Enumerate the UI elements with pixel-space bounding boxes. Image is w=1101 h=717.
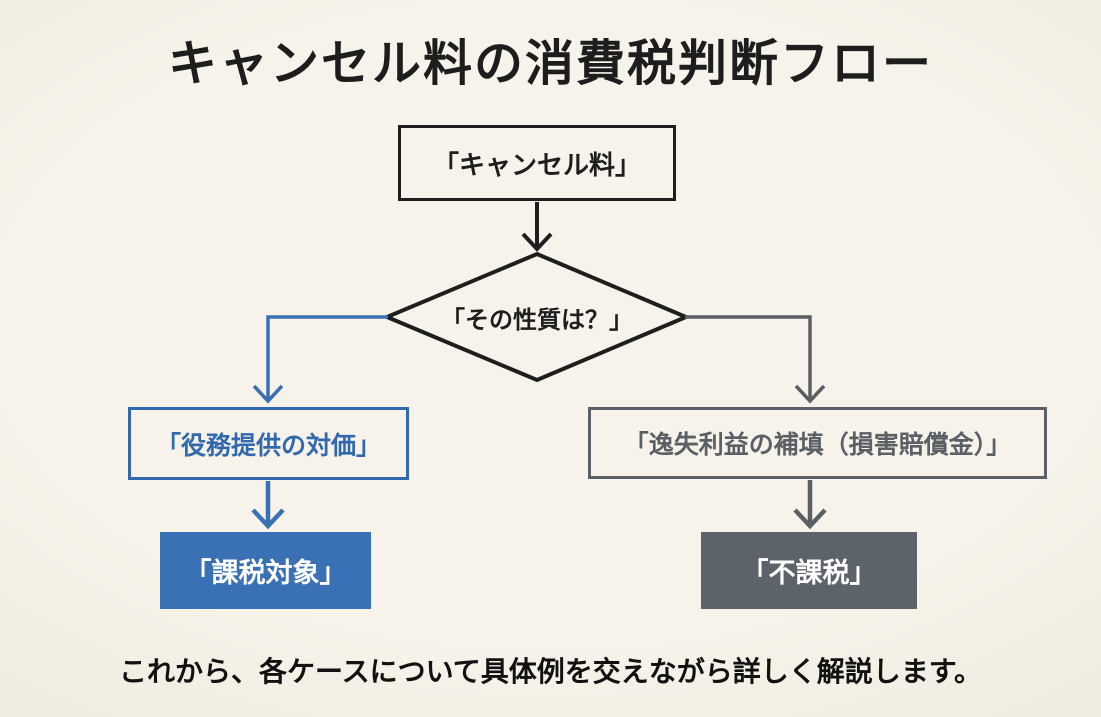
arrow-decision-to-compensation bbox=[685, 315, 826, 404]
arrow-decision-to-service bbox=[252, 315, 388, 404]
footer-note: これから、各ケースについて具体例を交えながら詳しく解説します。 bbox=[119, 656, 982, 687]
decision-node-label: 「その性質は？」 bbox=[441, 306, 633, 334]
start-node: 「キャンセル料」 bbox=[398, 125, 676, 201]
page-title: キャンセル料の消費税判断フロー bbox=[167, 37, 933, 91]
decision-node: 「その性質は？」 bbox=[407, 296, 667, 338]
lost-profit-compensation-label: 「逸失利益の補填（損害賠償金）」 bbox=[623, 431, 1012, 459]
nontaxable-result-node: 「不課税」 bbox=[701, 532, 917, 609]
arrow-service-to-taxable bbox=[251, 481, 285, 530]
lost-profit-compensation-node: 「逸失利益の補填（損害賠償金）」 bbox=[588, 407, 1047, 479]
start-node-label: 「キャンセル料」 bbox=[432, 149, 641, 180]
service-consideration-label: 「役務提供の対価」 bbox=[155, 431, 381, 460]
taxable-result-node: 「課税対象」 bbox=[160, 532, 371, 609]
nontaxable-result-label: 「不課税」 bbox=[741, 558, 877, 588]
taxable-result-label: 「課税対象」 bbox=[184, 558, 347, 588]
service-consideration-node: 「役務提供の対価」 bbox=[128, 407, 409, 480]
arrow-compensation-to-nontaxable bbox=[793, 480, 827, 530]
decision-diamond-shape bbox=[381, 251, 692, 383]
arrow-start-to-decision bbox=[521, 202, 553, 252]
